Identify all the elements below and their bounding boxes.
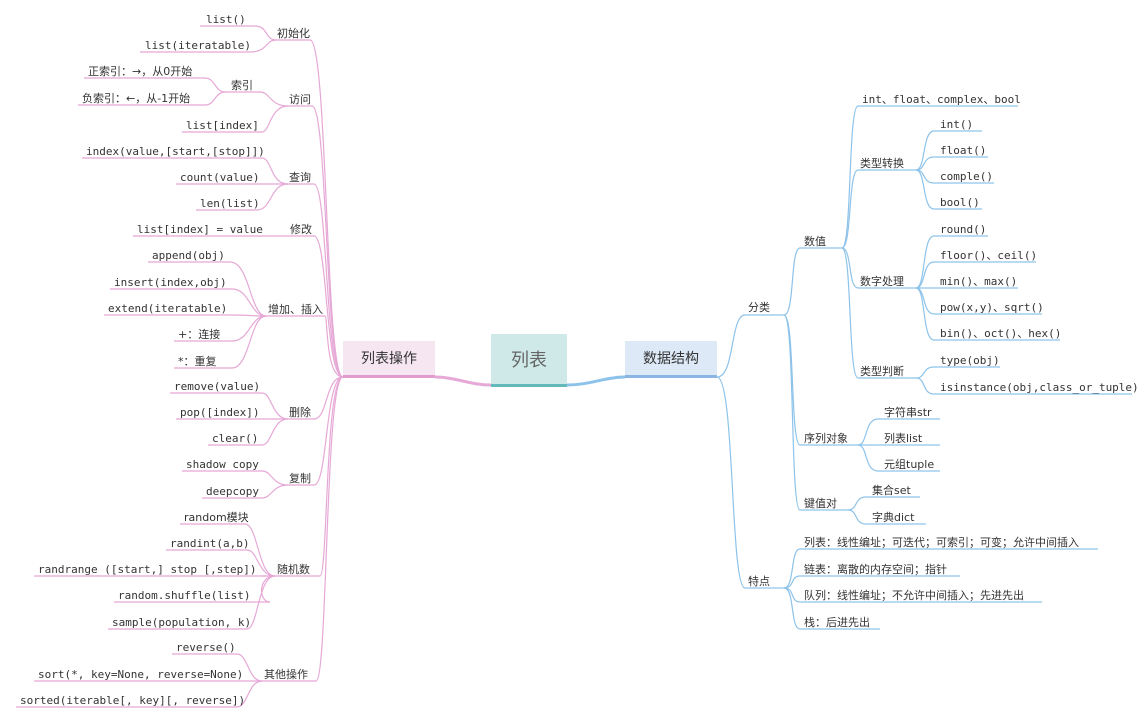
group-label: 增加、插入 — [268, 302, 323, 316]
item: bin()、oct()、hex() — [940, 327, 1061, 340]
item: sample(population, k) — [112, 616, 251, 629]
item: random.shuffle(list) — [118, 589, 250, 602]
item: isinstance(obj,class_or_tuple) — [940, 381, 1139, 394]
group-label: 其他操作 — [264, 667, 308, 681]
item: randrange ([start,] stop [,step]) — [38, 563, 257, 576]
item: remove(value) — [174, 380, 260, 393]
item: 负索引：←，从-1开始 — [82, 91, 190, 105]
item: len(list) — [200, 197, 260, 210]
feature-item: 链表：离散的内存空间；指针 — [804, 562, 947, 576]
data-structure-node: 数据结构 — [625, 341, 717, 378]
list-operations-node: 列表操作 — [343, 341, 435, 378]
group-label: 随机数 — [277, 562, 310, 576]
item: +：连接 — [178, 328, 220, 341]
right-labels: 分类 数值 int、float、complex、bool 类型转换 int() … — [748, 93, 1139, 629]
group-label: 复制 — [289, 471, 311, 485]
item: type(obj) — [940, 354, 1000, 367]
item: 列表list — [884, 431, 923, 445]
item: sort(*, key=None, reverse=None) — [38, 668, 243, 681]
item: 集合set — [872, 483, 911, 497]
numeric-types: int、float、complex、bool — [862, 93, 1021, 106]
item: comple() — [940, 170, 993, 183]
left-labels: 初始化 list() list(iteratable) 访问 索引 正索引：→，… — [20, 13, 323, 707]
left-connectors — [16, 25, 492, 708]
keyvalue-label: 键值对 — [804, 496, 837, 510]
item: list(iteratable) — [145, 39, 251, 52]
item: randint(a,b) — [170, 537, 249, 550]
item: pow(x,y)、sqrt() — [940, 301, 1044, 314]
check-label: 类型判断 — [860, 364, 904, 378]
item: 正索引：→，从0开始 — [88, 64, 192, 78]
item: min()、max() — [940, 275, 1017, 288]
processing-label: 数字处理 — [860, 274, 904, 288]
sequence-label: 序列对象 — [804, 431, 848, 445]
group-label: 查询 — [289, 170, 311, 184]
item: shadow copy — [186, 458, 259, 471]
item: 字典dict — [872, 510, 915, 524]
item: bool() — [940, 196, 980, 209]
feature-item: 队列：线性编址；不允许中间插入；先进先出 — [804, 588, 1024, 602]
features-label: 特点 — [748, 574, 770, 588]
item: count(value) — [180, 171, 259, 184]
item: floor()、ceil() — [940, 249, 1037, 262]
subgroup-label: 索引 — [231, 78, 253, 92]
group-label: 修改 — [290, 222, 312, 236]
item: int() — [940, 118, 973, 131]
item: append(obj) — [152, 249, 225, 262]
item: insert(index,obj) — [114, 276, 227, 289]
item: list[index] — [186, 119, 259, 132]
item: round() — [940, 223, 986, 236]
item: extend(iteratable) — [108, 302, 227, 315]
center-node: 列表 — [491, 334, 567, 387]
item: float() — [940, 144, 986, 157]
feature-item: 列表：线性编址；可迭代；可索引；可变；允许中间插入 — [804, 535, 1079, 549]
group-label: 访问 — [289, 93, 311, 106]
conversion-label: 类型转换 — [860, 156, 904, 170]
item: 元组tuple — [884, 457, 934, 471]
feature-item: 栈：后进先出 — [804, 615, 870, 629]
item: reverse() — [176, 641, 236, 654]
right-connectors — [566, 105, 1132, 630]
item: list() — [206, 13, 246, 26]
item: pop([index]) — [180, 406, 259, 419]
group-label: 初始化 — [277, 26, 310, 40]
item: deepcopy — [206, 485, 259, 498]
item: list[index] = value — [137, 223, 263, 236]
category-label: 分类 — [748, 300, 770, 314]
item: 字符串str — [884, 405, 932, 419]
item: *：重复 — [178, 354, 217, 368]
numeric-label: 数值 — [804, 235, 826, 248]
item: index(value,[start,[stop]]) — [86, 145, 265, 158]
item: clear() — [212, 432, 258, 445]
item: sorted(iterable[, key][, reverse]) — [20, 694, 245, 707]
item: random模块 — [184, 511, 249, 524]
group-label: 删除 — [289, 405, 311, 419]
